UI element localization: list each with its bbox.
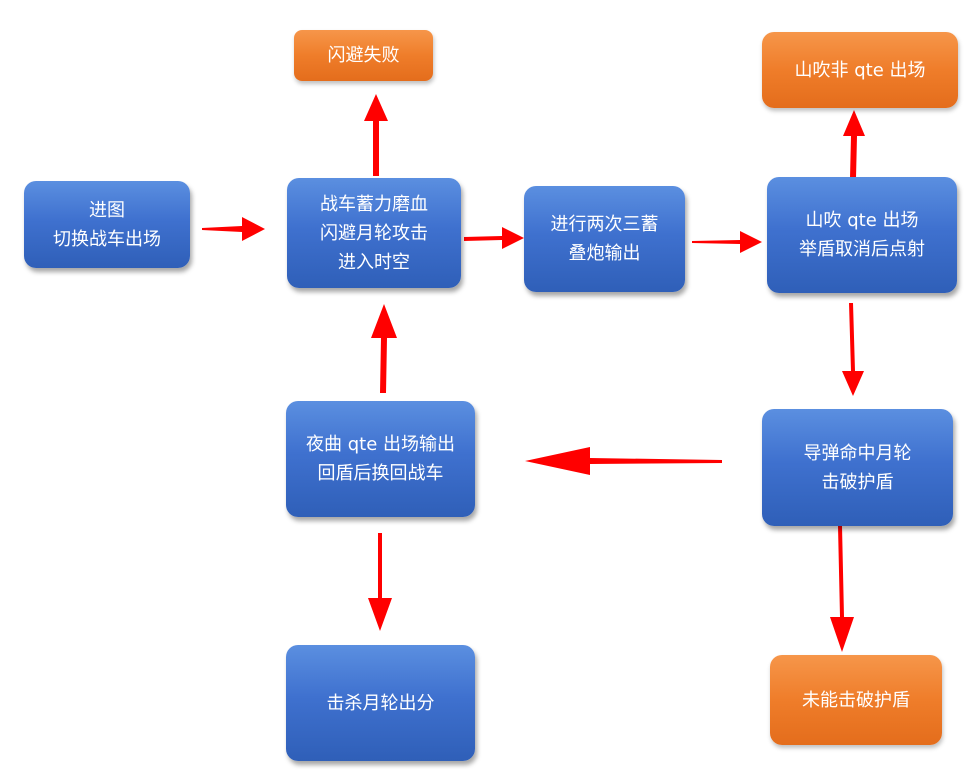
node-chariot-charge: 战车蓄力磨血 闪避月轮攻击 进入时空 bbox=[287, 178, 461, 288]
node-shanchui-qte-line2: 举盾取消后点射 bbox=[799, 239, 925, 260]
node-fail-break-shield: 未能击破护盾 bbox=[770, 655, 942, 745]
node-yequ-qte: 夜曲 qte 出场输出 回盾后换回战车 bbox=[286, 401, 475, 517]
arrow-missile-to-yequ bbox=[525, 447, 722, 475]
node-missile-hit-line1: 导弹命中月轮 bbox=[803, 442, 912, 464]
node-missile-hit: 导弹命中月轮 击破护盾 bbox=[762, 409, 953, 526]
node-chariot-charge-line3: 进入时空 bbox=[338, 251, 410, 273]
node-enter-map-line2: 切换战车出场 bbox=[53, 228, 161, 250]
arrow-charge-to-dodge-fail bbox=[364, 94, 388, 176]
arrow-charge-to-triple bbox=[464, 227, 524, 249]
node-dodge-fail-line1: 闪避失败 bbox=[327, 45, 400, 66]
node-yequ-qte-line1: 夜曲 qte 出场输出 bbox=[305, 434, 455, 455]
node-kill-moon-line1: 击杀月轮出分 bbox=[326, 692, 435, 714]
arrow-yequ-to-charge bbox=[371, 304, 397, 393]
arrow-triple-to-shanchui bbox=[692, 231, 762, 253]
node-enter-map-line1: 进图 bbox=[89, 199, 125, 221]
node-kill-moon: 击杀月轮出分 bbox=[286, 645, 475, 761]
node-fail-break-shield-line1: 未能击破护盾 bbox=[802, 689, 910, 711]
node-triple-charge-line1: 进行两次三蓄 bbox=[550, 214, 659, 235]
node-chariot-charge-line1: 战车蓄力磨血 bbox=[320, 193, 428, 215]
node-shanchui-non-qte-line1: 山吹非 qte 出场 bbox=[794, 59, 926, 81]
arrow-enter-to-charge bbox=[202, 217, 265, 241]
node-triple-charge-line2: 叠炮输出 bbox=[568, 243, 641, 264]
arrow-shanchui-to-non-qte bbox=[843, 110, 865, 178]
node-dodge-fail: 闪避失败 bbox=[294, 30, 433, 81]
node-chariot-charge-line2: 闪避月轮攻击 bbox=[320, 222, 428, 244]
node-shanchui-qte: 山吹 qte 出场 举盾取消后点射 bbox=[767, 177, 957, 293]
arrow-shanchui-to-missile bbox=[842, 303, 864, 396]
node-missile-hit-line2: 击破护盾 bbox=[821, 471, 894, 493]
node-shanchui-qte-line1: 山吹 qte 出场 bbox=[805, 210, 919, 231]
arrow-yequ-to-kill bbox=[368, 533, 392, 631]
node-enter-map: 进图 切换战车出场 bbox=[24, 181, 190, 268]
node-triple-charge: 进行两次三蓄 叠炮输出 bbox=[524, 186, 685, 292]
node-yequ-qte-line2: 回盾后换回战车 bbox=[317, 463, 444, 484]
node-shanchui-non-qte: 山吹非 qte 出场 bbox=[762, 32, 958, 108]
arrow-missile-to-fail bbox=[830, 526, 854, 652]
